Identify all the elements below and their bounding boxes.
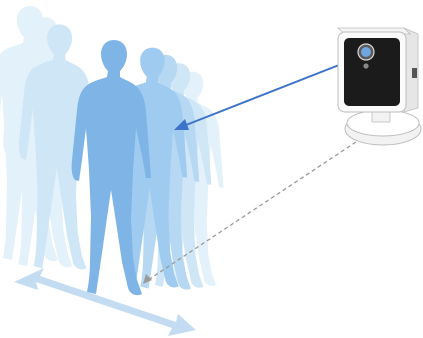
camera-side-port [412, 68, 417, 78]
camera-sensor-dot [363, 63, 368, 68]
detection-arrow-line [186, 56, 362, 125]
security-camera-icon [338, 28, 421, 145]
detection-arrow [174, 56, 362, 130]
camera-lens [361, 47, 371, 57]
